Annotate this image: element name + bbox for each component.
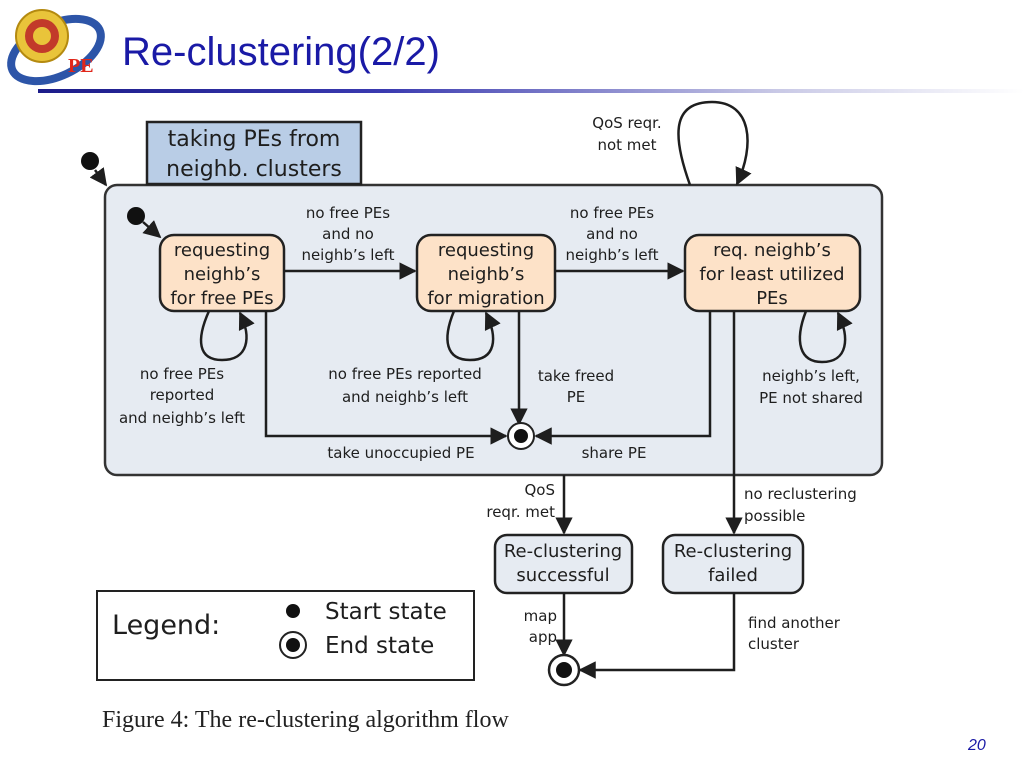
migration-to-least-label-line3: neighb’s left [565,246,658,264]
no-reclustering-label-line2: possible [744,507,805,525]
state-success-line1: Re-clustering [504,541,622,562]
arrow-take-unoccupied [264,311,508,445]
slide-title: Re-clustering(2/2) [122,30,440,74]
qos-met-label-line2: reqr. met [486,503,555,521]
qos-not-met-label-line1: QoS reqr. [592,114,661,132]
free-to-migration-label-line3: neighb’s left [301,246,394,264]
outer-start-dot [81,152,99,170]
free-to-migration-label-line1: no free PEs [306,204,390,222]
find-another-label-line1: find another [748,614,841,632]
share-pe-label: share PE [582,444,647,462]
university-logo: PE [4,2,108,90]
state-requesting-migration-line2: neighb’s [448,264,525,285]
self-loop-migration [446,310,501,362]
free-self-loop-label-line2: reported [150,386,215,404]
state-requesting-migration-line3: for migration [427,288,544,309]
migration-self-loop-label-line1: no free PEs reported [328,365,481,383]
legend-end-label: End state [325,633,434,659]
state-failed-line2: failed [708,565,758,586]
legend-end-dot [286,638,300,652]
free-self-loop-label-line3: and neighb’s left [119,409,245,427]
legend-title: Legend: [112,610,220,641]
final-end-state-dot [556,662,572,678]
qos-not-met-label-line2: not met [597,136,656,154]
superstate-label-line2: neighb. clusters [166,157,342,182]
state-req-least-utilized [683,233,862,313]
inner-start-arrow [142,220,162,239]
least-self-loop-label-line1: neighb’s left, [762,367,860,385]
figure-caption: Figure 4: The re-clustering algorithm fl… [102,707,509,733]
take-freed-label-line1: take freed [538,367,614,385]
migration-self-loop-label-line2: and neighb’s left [342,388,468,406]
inner-start-dot [127,207,145,225]
arrow-share-pe [534,311,712,445]
self-loop-least [798,310,853,364]
state-req-least-utilized-line2: for least utilized [699,264,844,285]
migration-to-least-label-line1: no free PEs [570,204,654,222]
legend-start-dot [286,604,300,618]
outer-start-arrow [89,167,108,187]
superstate-box [103,183,884,477]
qos-not-met-loop [677,100,752,186]
state-requesting-free [158,233,286,313]
find-another-label-line2: cluster [748,635,800,653]
state-requesting-migration-line1: requesting [438,240,534,261]
arrow-find-another [578,593,736,679]
state-failed-line1: Re-clustering [674,541,792,562]
state-req-least-utilized-line3: PEs [756,288,788,309]
title-underline [38,89,1024,93]
qos-met-label-line1: QoS [524,481,555,499]
free-to-migration-label-line2: and no [322,225,374,243]
inner-end-state-dot [514,429,528,443]
migration-to-least-label-line2: and no [586,225,638,243]
state-success-line2: successful [516,565,609,586]
state-requesting-free-line1: requesting [174,240,270,261]
self-loop-free [199,310,255,362]
state-requesting-migration [415,233,557,313]
superstate-label-box [145,120,363,186]
map-app-label-line1: map [524,607,557,625]
take-unoccupied-label: take unoccupied PE [327,444,474,462]
state-requesting-free-line2: neighb’s [184,264,261,285]
page-number: 20 [968,737,986,754]
logo-text: PE [68,55,94,77]
superstate-label-line1: taking PEs from [168,127,341,152]
map-app-label-line2: app [529,628,557,646]
state-requesting-free-line3: for free PEs [170,288,273,309]
state-req-least-utilized-line1: req. neighb’s [713,240,831,261]
no-reclustering-label-line1: no reclustering [744,485,857,503]
legend-start-label: Start state [325,599,447,625]
free-self-loop-label-line1: no free PEs [140,365,224,383]
least-self-loop-label-line2: PE not shared [759,389,863,407]
take-freed-label-line2: PE [567,388,586,406]
